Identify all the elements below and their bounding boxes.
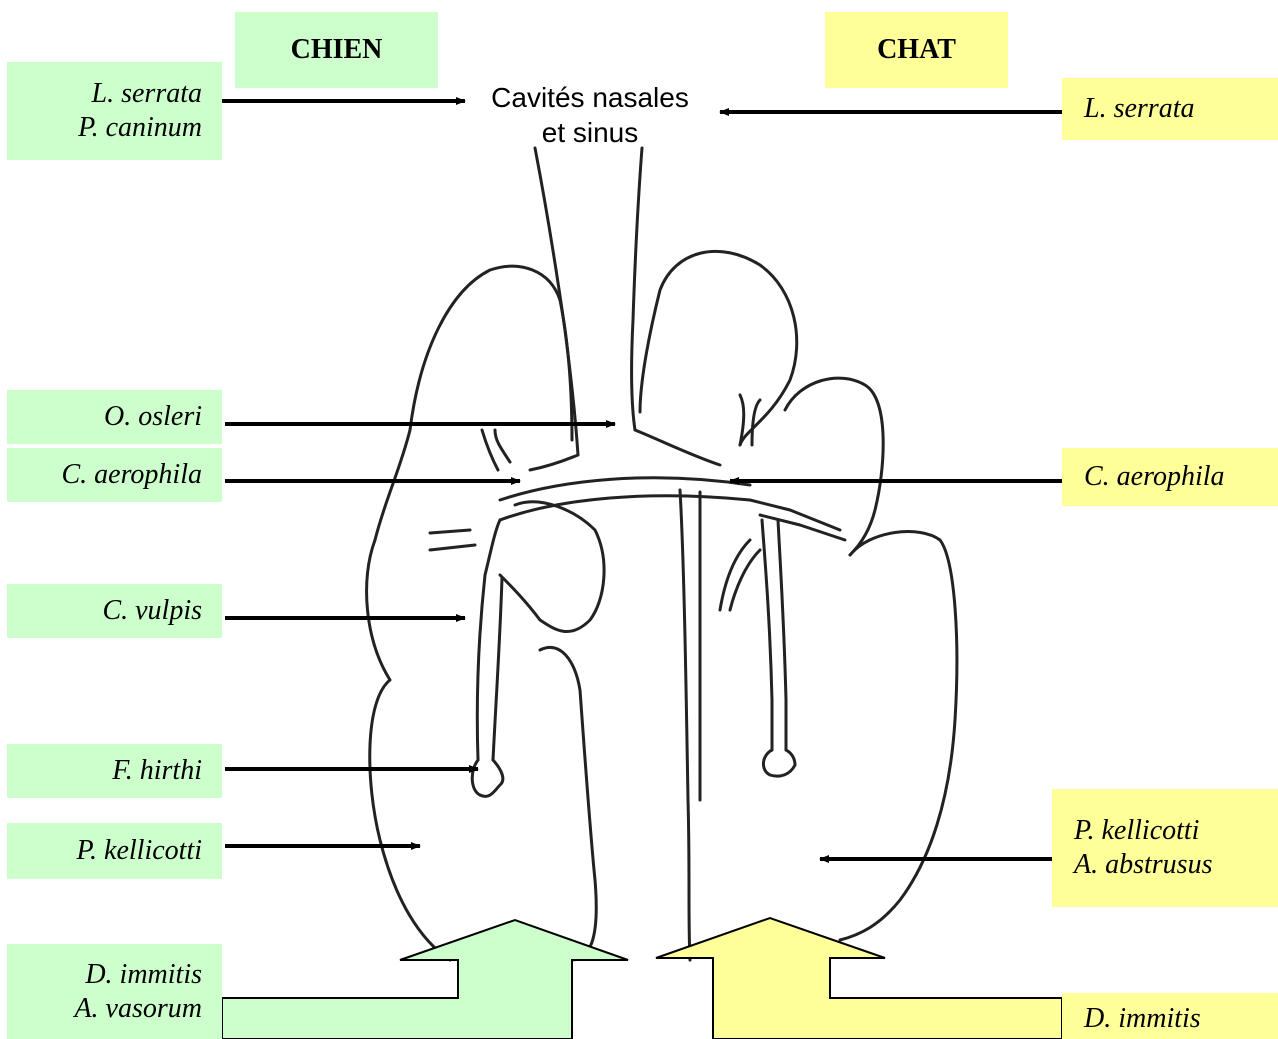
dog-nasal-line2: P. caninum — [7, 111, 202, 145]
nasal-cavity-line1: Cavités nasales — [470, 80, 710, 115]
dog-osleri-label: O. osleri — [7, 390, 222, 444]
cat-aerophila-label: C. aerophila — [1062, 448, 1278, 506]
cat-vascular-label: D. immitis — [1062, 993, 1278, 1039]
lung-outline — [367, 148, 957, 960]
dog-kellicotti-label: P. kellicotti — [7, 823, 222, 879]
nasal-cavity-line2: et sinus — [470, 115, 710, 150]
cat-lung-line2: A. abstrusus — [1074, 848, 1278, 882]
dog-nasal-label: L. serrata P. caninum — [7, 62, 222, 160]
cat-lung-line1: P. kellicotti — [1074, 814, 1278, 848]
dog-vascular-label: D. immitis A. vasorum — [7, 944, 222, 1039]
dog-nasal-line1: L. serrata — [7, 77, 202, 111]
cat-vessel-arrow — [656, 918, 1062, 1039]
cat-lung-label: P. kellicotti A. abstrusus — [1052, 789, 1278, 907]
dog-hirthi-label: F. hirthi — [7, 744, 222, 798]
dog-vulpis-label: C. vulpis — [7, 584, 222, 638]
cat-nasal-label: L. serrata — [1062, 78, 1278, 140]
dog-vascular-line1: D. immitis — [7, 958, 202, 992]
dog-header: CHIEN — [235, 12, 438, 88]
cat-header: CHAT — [825, 12, 1008, 88]
dog-vascular-line2: A. vasorum — [7, 992, 202, 1026]
dog-aerophila-label: C. aerophila — [7, 448, 222, 502]
nasal-cavity-label: Cavités nasales et sinus — [470, 80, 710, 150]
